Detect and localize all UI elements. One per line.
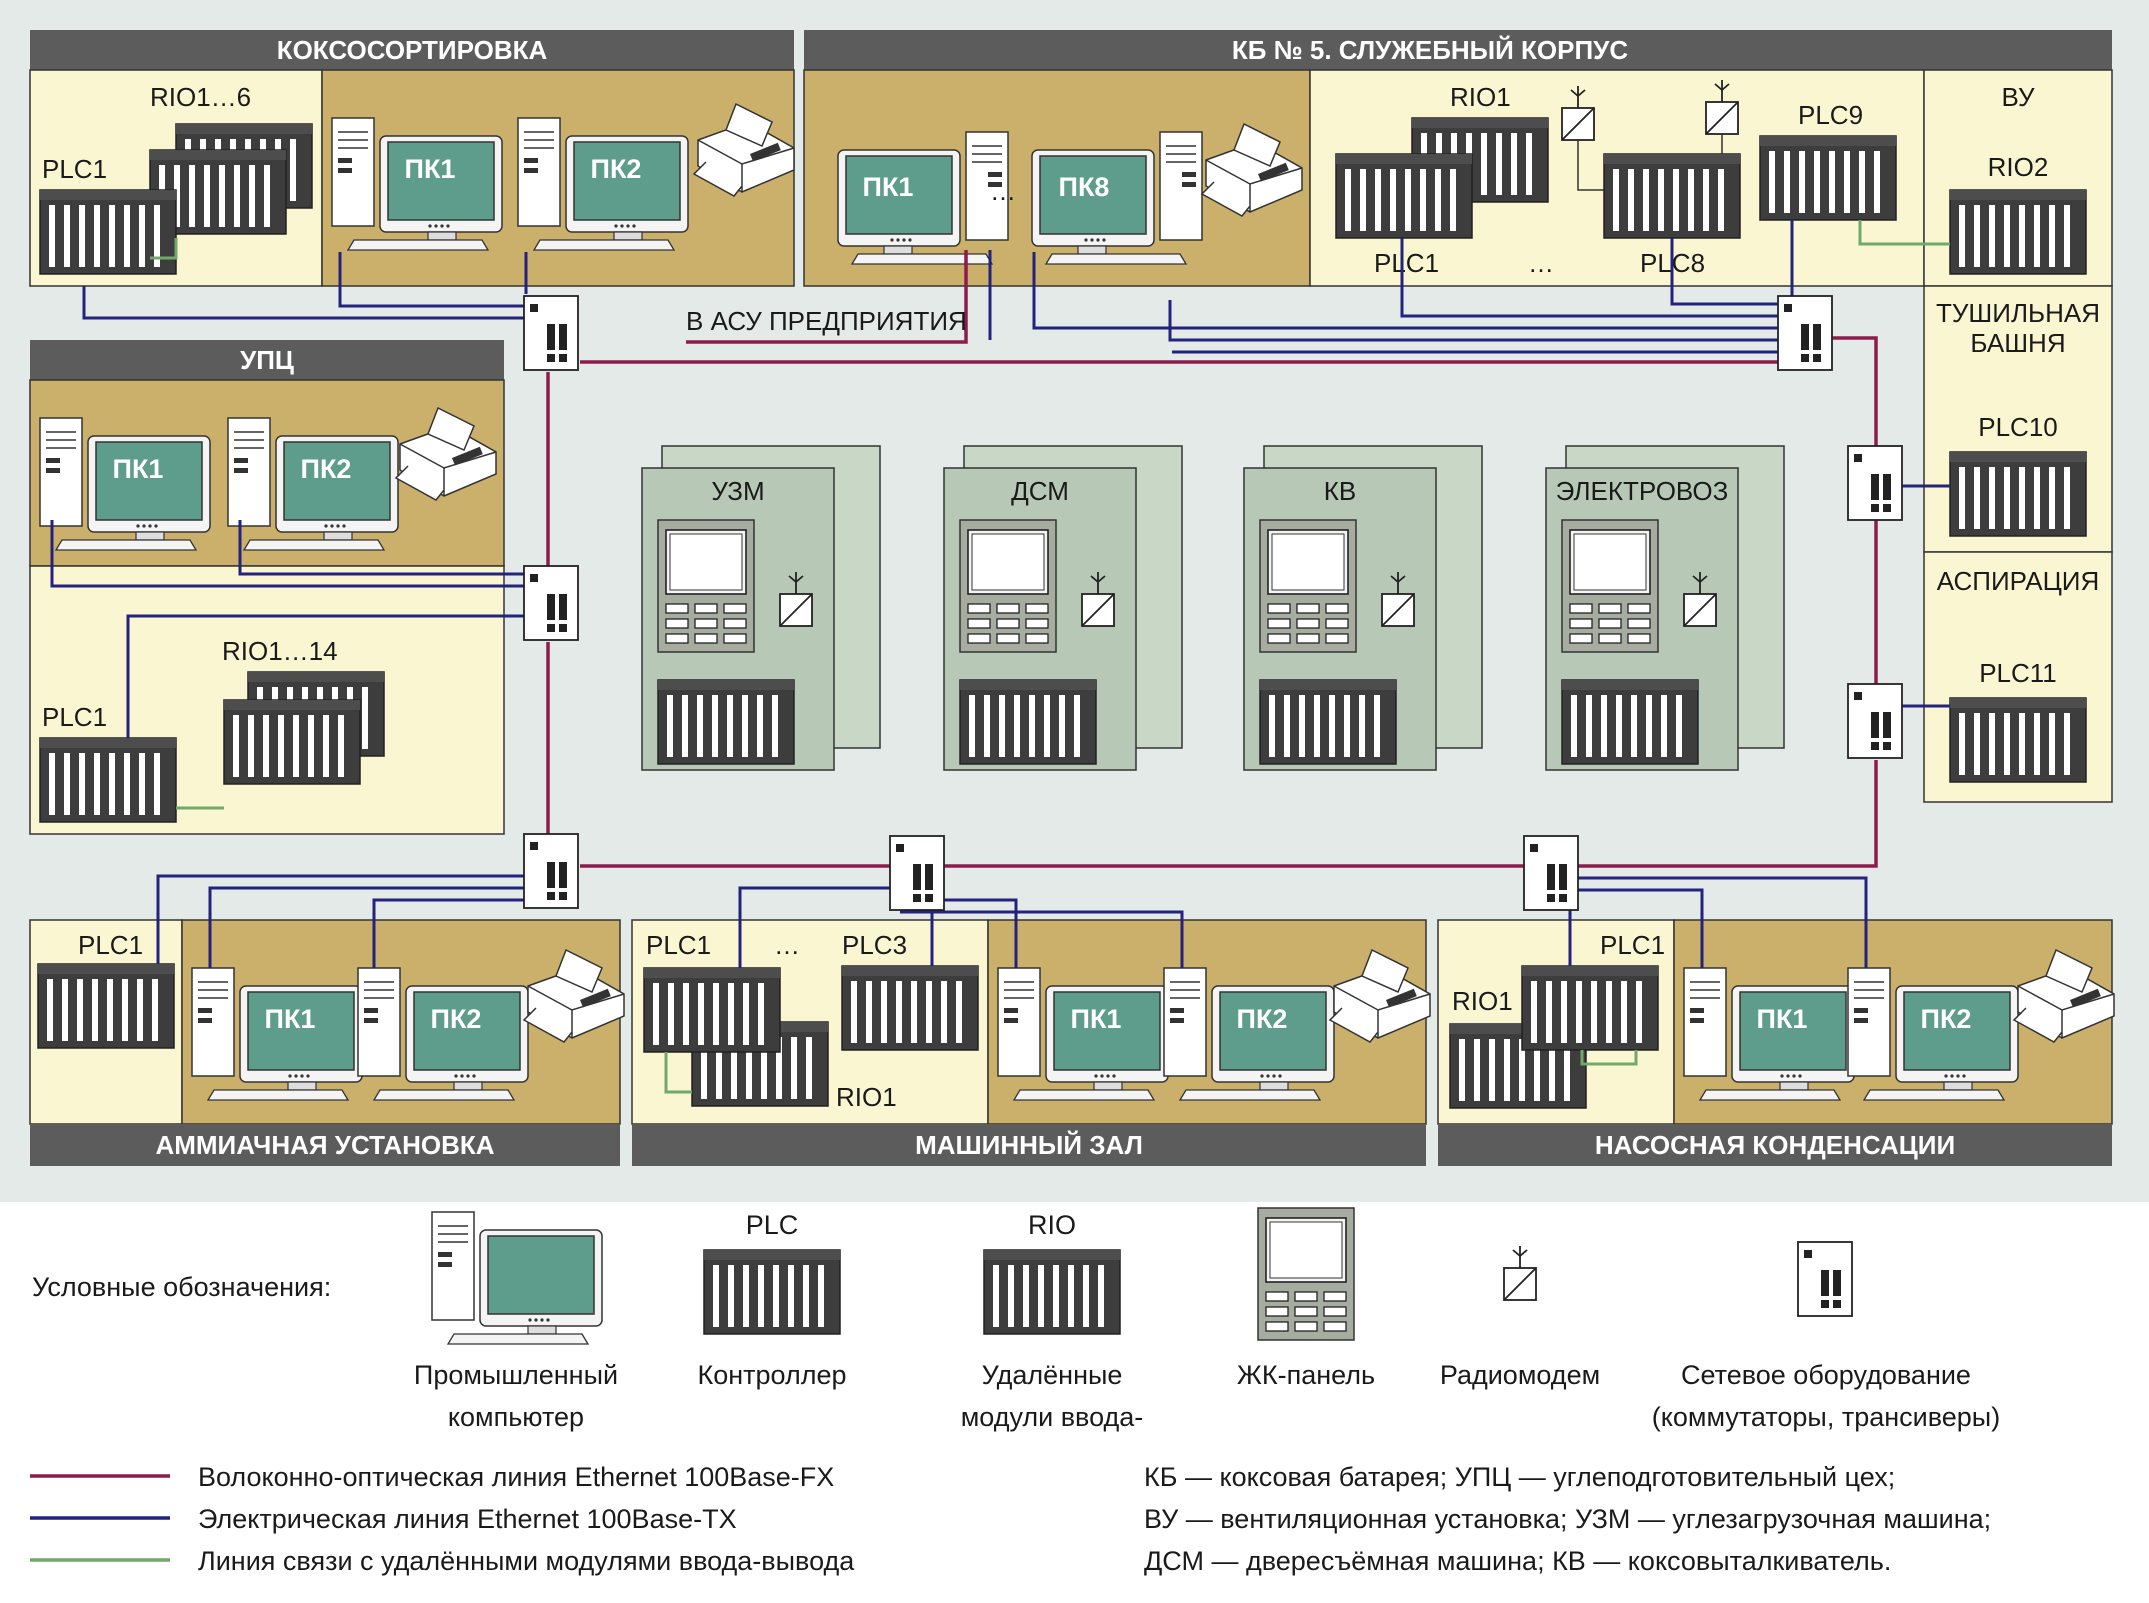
plc-module — [37, 963, 175, 1049]
pc-label: ПК1 — [1071, 1004, 1122, 1034]
kb5-rio-label: RIO1 — [1450, 82, 1511, 112]
legend-rio-line2: модули ввода- — [961, 1402, 1144, 1432]
kb5-plc-ellipsis: … — [1528, 248, 1554, 278]
legend-net-line2: (коммутаторы, трансиверы) — [1652, 1402, 2000, 1432]
pc-label: ПК2 — [1921, 1004, 1972, 1034]
plc-module — [1949, 451, 2087, 537]
legend-plc-icon — [703, 1249, 841, 1335]
machine-label: ДСМ — [1011, 476, 1069, 506]
legend-net-line1: Сетевое оборудование — [1681, 1360, 1971, 1390]
pump-title: НАСОСНАЯ КОНДЕНСАЦИИ — [1595, 1130, 1955, 1160]
hall-plc1-label: PLC1 — [646, 930, 711, 960]
abbrev-line3: ДСМ — двересъёмная машина; КВ — коксовыт… — [1144, 1546, 1891, 1576]
tower-title-line2: БАШНЯ — [1970, 328, 2065, 358]
legend-electric-line: Электрическая линия Ethernet 100Base-TX — [198, 1504, 737, 1534]
pc-label: ПК2 — [1237, 1004, 1288, 1034]
legend-rio-icon — [983, 1249, 1121, 1335]
upc-title: УПЦ — [240, 345, 294, 375]
pc-label: ПК2 — [431, 1004, 482, 1034]
plc-module — [1335, 153, 1473, 239]
legend-radio-modem-icon — [1503, 1245, 1537, 1301]
koksosort-rio-label: RIO1…6 — [150, 82, 251, 112]
abbrev-line1: КБ — коксовая батарея; УПЦ — углеподгото… — [1144, 1462, 1895, 1492]
machine-kv — [1244, 446, 1482, 770]
network-switch[interactable] — [1847, 683, 1903, 759]
tower-title-line1: ТУШИЛЬНАЯ — [1936, 298, 2100, 328]
hall-rio-label: RIO1 — [836, 1082, 897, 1112]
kb5-plc1-label: PLC1 — [1374, 248, 1439, 278]
network-switch[interactable] — [1847, 445, 1903, 521]
machine-hall-title: МАШИННЫЙ ЗАЛ — [915, 1130, 1143, 1160]
aspiration-plc-label: PLC11 — [1979, 658, 2057, 688]
legend-title: Условные обозначения: — [32, 1272, 331, 1302]
legend-plc-label: Контроллер — [697, 1360, 846, 1390]
legend-plc-caption: PLC — [746, 1210, 799, 1240]
aspiration-title: АСПИРАЦИЯ — [1937, 566, 2100, 596]
asu-label: В АСУ ПРЕДПРИЯТИЯ — [686, 306, 967, 336]
pc-label: ПК8 — [1059, 172, 1110, 202]
upc-plc-label: PLC1 — [42, 702, 107, 732]
machine-label: УЗМ — [711, 476, 764, 506]
hall-plc3-label: PLC3 — [842, 930, 907, 960]
network-switch[interactable] — [889, 835, 945, 911]
pc-label: ПК2 — [591, 154, 642, 184]
ammonia-plc-label: PLC1 — [78, 930, 143, 960]
plc-module — [39, 737, 177, 823]
pc-label: ПК1 — [265, 1004, 316, 1034]
kb5-plc9-label: PLC9 — [1798, 100, 1863, 130]
plc-module — [1759, 135, 1897, 221]
plc-module — [643, 967, 781, 1053]
network-switch[interactable] — [523, 833, 579, 909]
legend-rio-caption: RIO — [1028, 1210, 1076, 1240]
plc-module — [841, 965, 979, 1051]
vu-title: ВУ — [2002, 82, 2035, 112]
vu-rio-label: RIO2 — [1988, 152, 2049, 182]
kb5-pc-ellipsis: … — [990, 176, 1016, 206]
legend-lcd-panel-icon — [1257, 1207, 1355, 1341]
network-switch[interactable] — [1777, 295, 1833, 371]
legend-rio-line: Линия связи с удалёнными модулями ввода-… — [198, 1546, 855, 1576]
plc-module — [1603, 153, 1741, 239]
network-switch[interactable] — [1523, 835, 1579, 911]
network-switch[interactable] — [523, 565, 579, 641]
abbrev-line2: ВУ — вентиляционная установка; УЗМ — угл… — [1144, 1504, 1991, 1534]
upc-rio-label: RIO1…14 — [222, 636, 338, 666]
pc-label: ПК1 — [1757, 1004, 1808, 1034]
koksosort-title: КОКСОСОРТИРОВКА — [277, 35, 548, 65]
legend-pc-line1: Промышленный — [414, 1360, 618, 1390]
plc-module — [1949, 697, 2087, 783]
pump-plc-label: PLC1 — [1600, 930, 1665, 960]
legend-fiber-line: Волоконно-оптическая линия Ethernet 100B… — [198, 1462, 834, 1492]
legend-panel-label: ЖК-панель — [1237, 1360, 1375, 1390]
pump-rio-label: RIO1 — [1452, 986, 1513, 1016]
legend-radio-label: Радиомодем — [1440, 1360, 1600, 1390]
legend-pc-line2: компьютер — [448, 1402, 584, 1432]
legend-pc-icon — [431, 1211, 603, 1345]
hall-ellipsis: … — [774, 930, 800, 960]
plc-module — [39, 189, 177, 275]
plc-module — [1521, 965, 1659, 1051]
pc-label: ПК1 — [113, 454, 164, 484]
network-switch[interactable] — [523, 295, 579, 371]
legend-switch-icon — [1797, 1241, 1853, 1317]
tower-plc-label: PLC10 — [1978, 412, 2058, 442]
machine-label: ЭЛЕКТРОВОЗ — [1556, 476, 1729, 506]
pc-label: ПК2 — [301, 454, 352, 484]
rio-module — [223, 699, 361, 785]
ammonia-title: АММИАЧНАЯ УСТАНОВКА — [155, 1130, 494, 1160]
koksosort-plc-label: PLC1 — [42, 154, 107, 184]
rio-module — [1949, 189, 2087, 275]
kb5-title: КБ № 5. СЛУЖЕБНЫЙ КОРПУС — [1232, 35, 1628, 65]
legend-rio-line1: Удалённые — [982, 1360, 1123, 1390]
machine-label: КВ — [1324, 476, 1357, 506]
pc-label: ПК1 — [405, 154, 456, 184]
pc-label: ПК1 — [863, 172, 914, 202]
